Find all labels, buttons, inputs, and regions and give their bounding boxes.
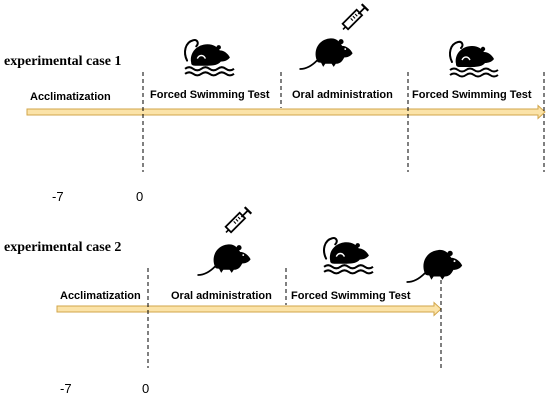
case-2-segment-2-label: Oral administration — [171, 290, 272, 302]
case-2-tick-minus7: -7 — [60, 381, 72, 396]
case-1-segment-2-label: Forced Swimming Test — [150, 89, 270, 101]
syringe-icon — [224, 206, 253, 234]
swimming-rat-icon — [323, 237, 375, 275]
rat-icon — [299, 37, 354, 70]
case-1-segment-1-label: Acclimatization — [30, 91, 111, 103]
syringe-icon — [341, 2, 370, 31]
case-2-segment-3-label: Forced Swimming Test — [291, 290, 411, 302]
case-1-segment-4-label: Forced Swimming Test — [412, 89, 532, 101]
rat-icon — [197, 243, 252, 276]
swimming-rat-icon — [184, 39, 236, 77]
rat-icon — [406, 249, 464, 283]
case-2-timeline-arrow — [56, 301, 442, 317]
swimming-rat-icon — [449, 40, 499, 78]
case-2-tick-0: 0 — [142, 381, 150, 396]
case-1-timeline-arrow — [26, 104, 546, 120]
case-1-title: experimental case 1 — [4, 54, 122, 69]
case-1-segment-3-label: Oral administration — [292, 89, 393, 101]
case-2-title: experimental case 2 — [4, 240, 122, 255]
case-2-segment-1-label: Acclimatization — [60, 290, 141, 302]
case-1-tick-minus7: -7 — [52, 189, 64, 204]
case-1-tick-0: 0 — [136, 189, 144, 204]
